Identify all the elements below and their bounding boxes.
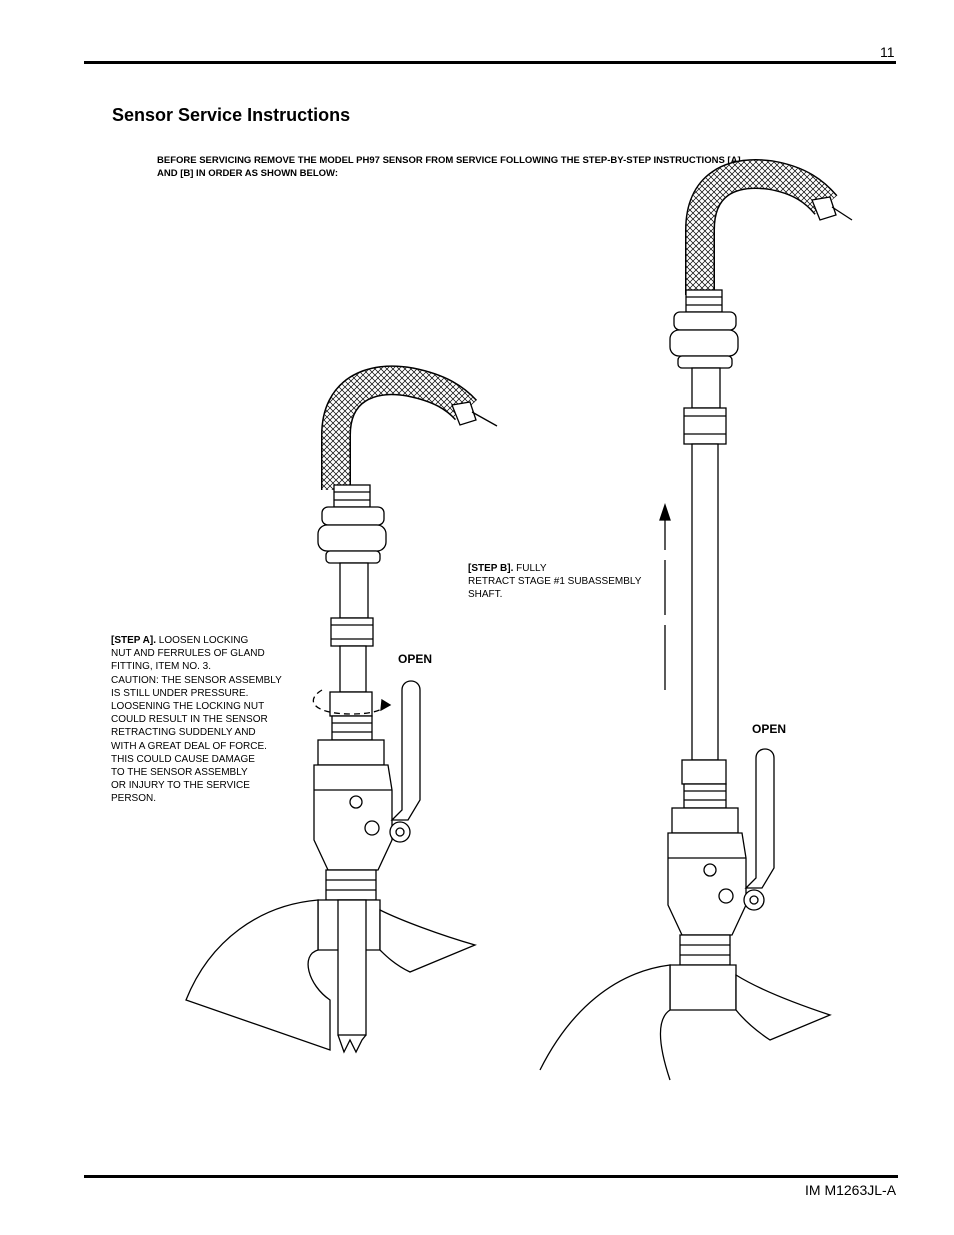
step-a-line: RETRACTING SUDDENLY AND bbox=[111, 727, 256, 739]
figure-b-sensor-assembly bbox=[539, 159, 853, 1081]
footer-rule bbox=[84, 1175, 898, 1178]
step-b-line: FULLY bbox=[513, 563, 547, 574]
intro-instructions: BEFORE SERVICING REMOVE THE MODEL PH97 S… bbox=[157, 155, 741, 179]
step-b-line: RETRACT STAGE #1 SUBASSEMBLY bbox=[468, 576, 642, 588]
step-a-line: LOOSEN LOCKING bbox=[156, 635, 249, 646]
valve-open-label-b: OPEN bbox=[752, 722, 787, 736]
step-a-line: FITTING, ITEM NO. 3. bbox=[111, 661, 211, 673]
step-a-line: PERSON. bbox=[111, 793, 157, 805]
step-a-line: TO THE SENSOR ASSEMBLY bbox=[111, 767, 248, 779]
step-a-line: CAUTION: THE SENSOR ASSEMBLY bbox=[111, 674, 282, 686]
step-a-line: IS STILL UNDER PRESSURE. bbox=[111, 687, 249, 699]
page-number: 11 bbox=[880, 44, 895, 60]
section-title: Sensor Service Instructions bbox=[112, 105, 351, 125]
document-id: IM M1263JL-A bbox=[805, 1182, 897, 1198]
step-a-line: COULD RESULT IN THE SENSOR bbox=[111, 714, 268, 726]
step-a-line: LOOSENING THE LOCKING NUT bbox=[111, 701, 265, 713]
step-b-label: [STEP B]. bbox=[468, 563, 514, 574]
step-a-label: [STEP A]. bbox=[111, 635, 157, 646]
step-a-line: NUT AND FERRULES OF GLAND bbox=[111, 648, 265, 660]
step-a-line: WITH A GREAT DEAL OF FORCE. bbox=[111, 740, 267, 752]
step-a-line: THIS COULD CAUSE DAMAGE bbox=[111, 753, 255, 765]
step-a-note: [STEP A]. LOOSEN LOCKING NUT AND FERRULE… bbox=[111, 634, 301, 806]
step-b-line: SHAFT. bbox=[468, 589, 503, 601]
valve-open-label-a: OPEN bbox=[398, 652, 433, 666]
figure-a-sensor-assembly bbox=[185, 365, 498, 1054]
step-b-note: [STEP B]. FULLY RETRACT STAGE #1 SUBASSE… bbox=[468, 562, 668, 602]
header-rule bbox=[84, 61, 896, 64]
step-a-line: OR INJURY TO THE SERVICE bbox=[111, 780, 250, 792]
